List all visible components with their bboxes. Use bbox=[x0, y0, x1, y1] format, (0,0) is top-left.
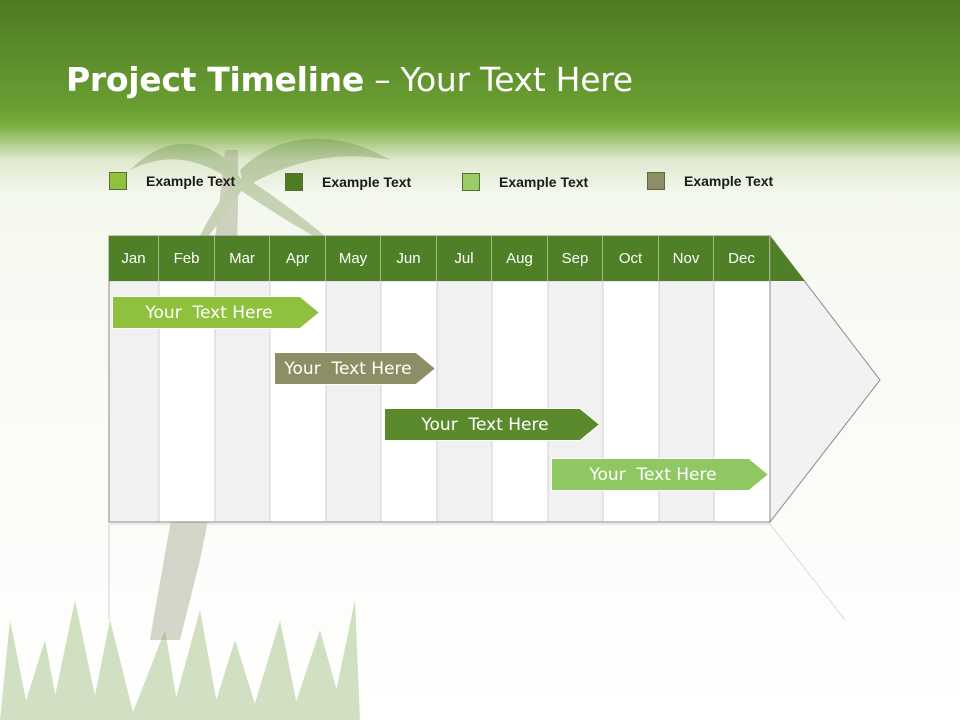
month-column bbox=[325, 280, 382, 523]
slide-title: Project Timeline – Your Text Here bbox=[66, 60, 633, 99]
title-rest-text: – Your Text Here bbox=[363, 60, 633, 99]
legend-swatch bbox=[285, 173, 303, 191]
month-header-sep: Sep bbox=[548, 236, 603, 281]
task-bar-label: Your Text Here bbox=[589, 464, 717, 485]
legend-swatch bbox=[109, 172, 127, 190]
legend-swatch bbox=[462, 173, 480, 191]
legend-item: Example Text bbox=[109, 170, 235, 192]
title-banner bbox=[0, 0, 960, 195]
task-bar-shape bbox=[274, 352, 436, 385]
month-header-aug: Aug bbox=[492, 236, 548, 281]
legend-label: Example Text bbox=[146, 173, 236, 189]
month-header-nov: Nov bbox=[659, 236, 714, 281]
legend-label: Example Text bbox=[684, 173, 774, 189]
month-column bbox=[491, 280, 549, 523]
month-header-feb: Feb bbox=[159, 236, 215, 281]
task-bar-label: Your Text Here bbox=[284, 358, 412, 379]
month-column bbox=[380, 280, 438, 523]
month-header-jul: Jul bbox=[437, 236, 492, 281]
month-header-jun: Jun bbox=[381, 236, 437, 281]
title-bold-text: Project Timeline bbox=[66, 60, 364, 99]
task-bar-shape bbox=[112, 296, 320, 329]
task-bar-shape bbox=[384, 408, 600, 441]
month-header-may: May bbox=[326, 236, 381, 281]
legend-item: Example Text bbox=[285, 171, 411, 193]
month-header-apr: Apr bbox=[270, 236, 326, 281]
month-column bbox=[436, 280, 493, 523]
reflection-line bbox=[769, 523, 846, 621]
task-bar-label: Your Text Here bbox=[421, 414, 549, 435]
legend-item: Example Text bbox=[462, 171, 588, 193]
month-header-mar: Mar bbox=[215, 236, 270, 281]
legend-label: Example Text bbox=[322, 174, 412, 190]
legend-swatch bbox=[647, 172, 665, 190]
arrow-head-cap bbox=[770, 236, 805, 281]
task-bar-shape bbox=[551, 458, 769, 491]
legend-label: Example Text bbox=[499, 174, 589, 190]
month-header-oct: Oct bbox=[603, 236, 659, 281]
task-bar-label: Your Text Here bbox=[145, 302, 273, 323]
month-header-dec: Dec bbox=[714, 236, 770, 281]
legend-item: Example Text bbox=[647, 170, 773, 192]
month-header-jan: Jan bbox=[109, 236, 159, 281]
